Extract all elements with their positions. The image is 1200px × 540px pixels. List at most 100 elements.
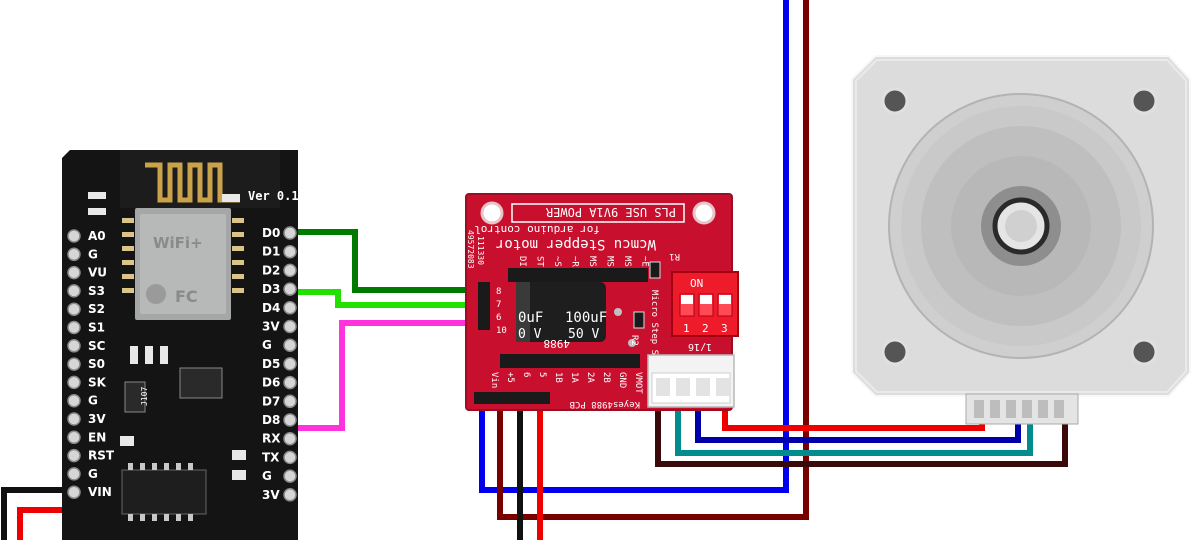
nodemcu-left-pin-label: G — [88, 467, 98, 481]
usb-chip — [121, 469, 207, 515]
mounting-hole — [480, 201, 504, 225]
pin-hole — [67, 485, 81, 499]
nodemcu-left-pin-label: A0 — [88, 229, 106, 243]
nodemcu-version-label: Ver 0.1 — [248, 189, 299, 203]
pin-hole — [283, 357, 297, 371]
wire-motor-teal — [675, 405, 1033, 456]
pin-hole — [283, 301, 297, 315]
screw-icon — [1130, 338, 1158, 366]
nodemcu-left-pin-label: VU — [88, 266, 107, 280]
wire-motor-red — [722, 405, 985, 431]
capacitor-left-voltage: 0 V — [518, 327, 542, 342]
electrolytic-capacitor: 0uF 0 V 100uF 50 V — [516, 282, 607, 342]
nodemcu-left-pin-label: 3V — [88, 412, 106, 426]
dip-on-label: ON — [690, 277, 703, 290]
wire-magenta — [290, 320, 488, 431]
driver-header-label: MS — [605, 256, 615, 267]
pin-hole — [67, 393, 81, 408]
nodemcu-left-pin-label: EN — [88, 430, 106, 444]
pin-hole — [67, 412, 81, 426]
pin-hole — [283, 319, 297, 334]
motor-screws — [881, 87, 1158, 366]
nodemcu-left-pin-label: S3 — [88, 284, 105, 298]
power-header — [474, 392, 550, 404]
pcb-label: Keyes4988 PCB — [570, 399, 640, 409]
driver-bottom-label: 1B — [553, 372, 563, 383]
pin-hole — [67, 302, 81, 316]
driver-header-label: ~R — [570, 256, 580, 267]
driver-bottom-label: +5 — [505, 372, 515, 383]
mounting-hole — [692, 201, 716, 225]
nodemcu-left-pin-label: RST — [88, 449, 115, 463]
nodemcu-left-pin-label: S0 — [88, 357, 105, 371]
screw-icon — [881, 338, 909, 366]
nodemcu-right-pin-label: D0 — [262, 226, 280, 240]
dip-number-1: 1 — [683, 322, 690, 335]
nodemcu-right-pin-label: D3 — [262, 282, 280, 296]
nodemcu-right-pin-label: D2 — [262, 263, 280, 277]
driver-left-pin-number: 10 — [496, 326, 507, 336]
nodemcu-left-pin-label: G — [88, 394, 98, 408]
pin-hole — [67, 265, 81, 280]
micro-step-label: Micro Step Select — [649, 290, 659, 382]
nodemcu-left-pin-label: VIN — [88, 485, 112, 499]
driver-bottom-label: 5 — [537, 372, 547, 377]
nodemcu-right-pin-label: G — [262, 469, 272, 483]
nodemcu-right-pin-label: D6 — [262, 376, 280, 390]
pin-hole — [67, 467, 81, 481]
driver-chip-label: 4988 — [544, 337, 571, 350]
screw-icon — [1130, 87, 1158, 115]
wire-dark-red — [497, 0, 809, 520]
screw-icon — [881, 87, 909, 115]
nodemcu-right-pin-label: 3V — [262, 488, 280, 502]
driver-top-header — [508, 268, 648, 282]
r1-label: R1 — [669, 251, 680, 261]
pin-hole — [283, 338, 297, 352]
pin-hole — [67, 339, 81, 353]
driver-header-label: MS — [622, 256, 632, 267]
wire-light-green — [290, 289, 488, 308]
wire-dark-green — [290, 229, 488, 293]
wire-motor-blue — [695, 405, 1021, 443]
wire-blue — [479, 0, 789, 493]
dip-switch[interactable]: ON 1 2 3 — [671, 271, 739, 337]
driver-bottom-label: GND — [617, 372, 627, 388]
nodemcu-right-pin-label: 3V — [262, 320, 280, 334]
nodemcu-right-pin-label: D5 — [262, 357, 280, 371]
pin-hole — [67, 247, 81, 262]
pin-hole — [283, 469, 297, 483]
nodemcu-right-pin-label: D4 — [262, 301, 280, 315]
chip-label: J107 — [140, 387, 149, 406]
fcc-logo: FC — [175, 287, 198, 306]
nodemcu-left-pin-label: S2 — [88, 302, 105, 316]
nodemcu-left-pin-label: G — [88, 247, 98, 261]
pin-hole — [283, 431, 297, 446]
nodemcu-right-pin-label: D7 — [262, 394, 280, 408]
driver-bottom-label: 1A — [569, 372, 579, 383]
nodemcu-board: WiFi+ FC Ver 0.1 J107 — [62, 150, 299, 540]
wire-nodemcu-red — [17, 507, 72, 540]
dip-number-2: 2 — [702, 322, 709, 335]
nodemcu-right-pin-label: D1 — [262, 245, 280, 259]
driver-power-notice: PLS USE 9V1A POWER — [545, 205, 676, 219]
driver-code-1: 111330 — [476, 236, 485, 265]
stepper-driver-board: PLS USE 9V1A POWER for arduino control W… — [465, 193, 739, 411]
driver-left-pin-number: 7 — [496, 300, 501, 310]
driver-header-label: DI — [517, 256, 527, 267]
wire-nodemcu-black — [1, 487, 72, 540]
pin-hole — [67, 430, 81, 445]
driver-subtitle: for arduino control — [474, 223, 600, 236]
driver-signal-header — [478, 282, 490, 330]
pin-hole — [283, 244, 297, 259]
driver-bottom-label: 2A — [585, 372, 595, 383]
driver-bottom-label: Vin — [489, 372, 499, 388]
pin-hole — [283, 263, 297, 278]
wires — [1, 0, 1068, 540]
pin-hole — [67, 229, 81, 243]
capacitor-voltage: 50 V — [568, 327, 599, 342]
